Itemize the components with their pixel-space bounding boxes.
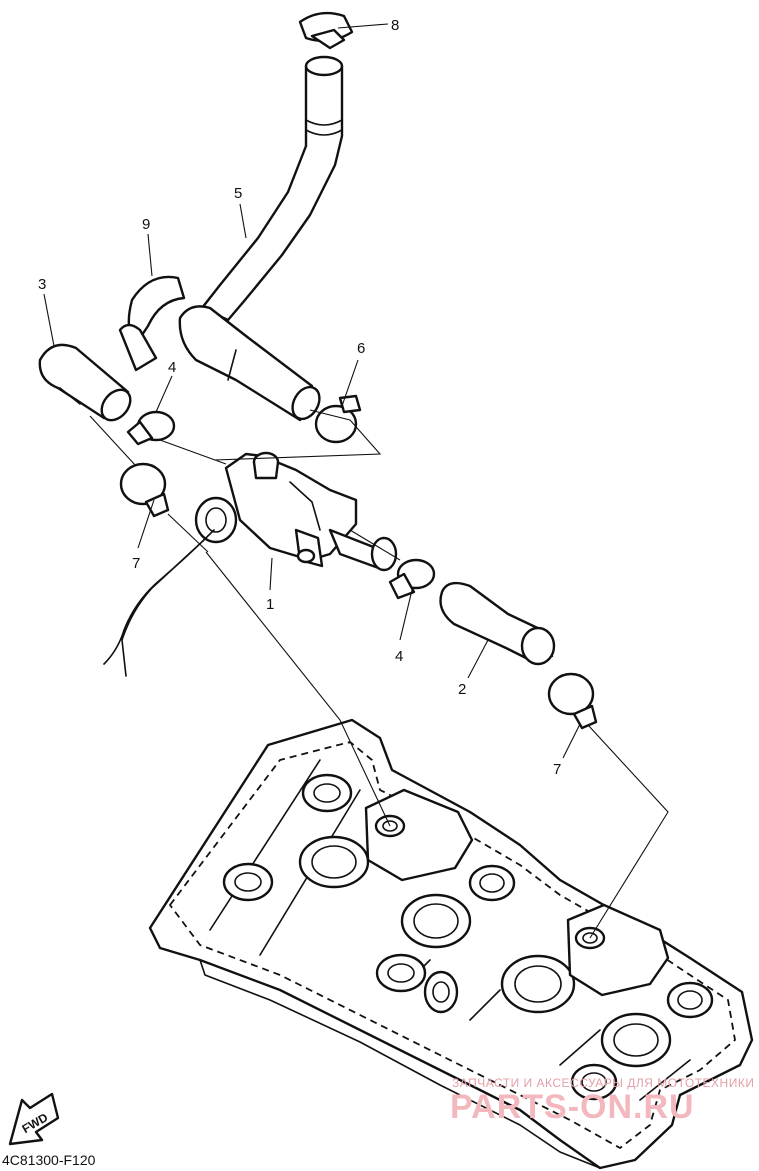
clip-4-right: [388, 558, 436, 600]
callout-4-left: 4: [168, 359, 176, 376]
holder-9: [118, 275, 186, 372]
spark-plug-boss-1: [301, 773, 353, 813]
callout-7-left: 7: [132, 555, 140, 572]
cylinder-head-cover: [148, 718, 754, 1170]
spark-plug-boss-11: [423, 970, 459, 1014]
spark-plug-boss-4: [400, 893, 472, 949]
callout-4-right: 4: [395, 648, 403, 665]
hose-3: [38, 343, 132, 422]
spark-plug-boss-10: [570, 1063, 618, 1101]
air-cut-valve-1: [194, 451, 398, 572]
callout-1: 1: [266, 596, 274, 613]
drawing-code: 4C81300-F120: [2, 1152, 96, 1168]
callout-3: 3: [38, 276, 46, 293]
callout-8: 8: [391, 17, 399, 34]
spark-plug-boss-3: [222, 862, 274, 902]
callout-6: 6: [357, 340, 365, 357]
callout-5: 5: [234, 185, 242, 202]
spark-plug-boss-7: [500, 954, 576, 1014]
callout-2: 2: [458, 681, 466, 698]
spark-plug-boss-8: [600, 1012, 672, 1068]
clip-6: [314, 394, 362, 444]
reed-valve-cover-right: [566, 903, 670, 997]
clip-7-right: [547, 672, 598, 730]
spark-plug-boss-2: [298, 835, 370, 889]
leader-lines: [43, 23, 581, 759]
spark-plug-boss-6: [375, 953, 427, 993]
clip-7-left: [119, 462, 170, 518]
clip-4-left: [126, 410, 176, 446]
air-induction-pipe-5: [178, 55, 344, 422]
valve-wire-lead: [103, 529, 215, 677]
fwd-arrow-icon: FWD: [8, 1092, 60, 1146]
watermark-line1: ЗАПЧАСТИ И АКСЕССУАРЫ ДЛЯ МОТОТЕХНИКИ: [452, 1076, 754, 1090]
hose-2: [439, 581, 556, 666]
callout-9: 9: [142, 216, 150, 233]
callout-7-right: 7: [553, 761, 561, 778]
clip-8: [298, 11, 354, 50]
watermark-line2: PARTS-ON.RU: [450, 1088, 695, 1126]
callout-labels: 1 2 3 4 4 5 6 7 7 8 9: [38, 17, 561, 778]
spark-plug-boss-9: [666, 981, 714, 1019]
watermark: ЗАПЧАСТИ И АКСЕССУАРЫ ДЛЯ МОТОТЕХНИКИ PA…: [450, 1076, 754, 1126]
spark-plug-boss-5: [468, 864, 516, 902]
